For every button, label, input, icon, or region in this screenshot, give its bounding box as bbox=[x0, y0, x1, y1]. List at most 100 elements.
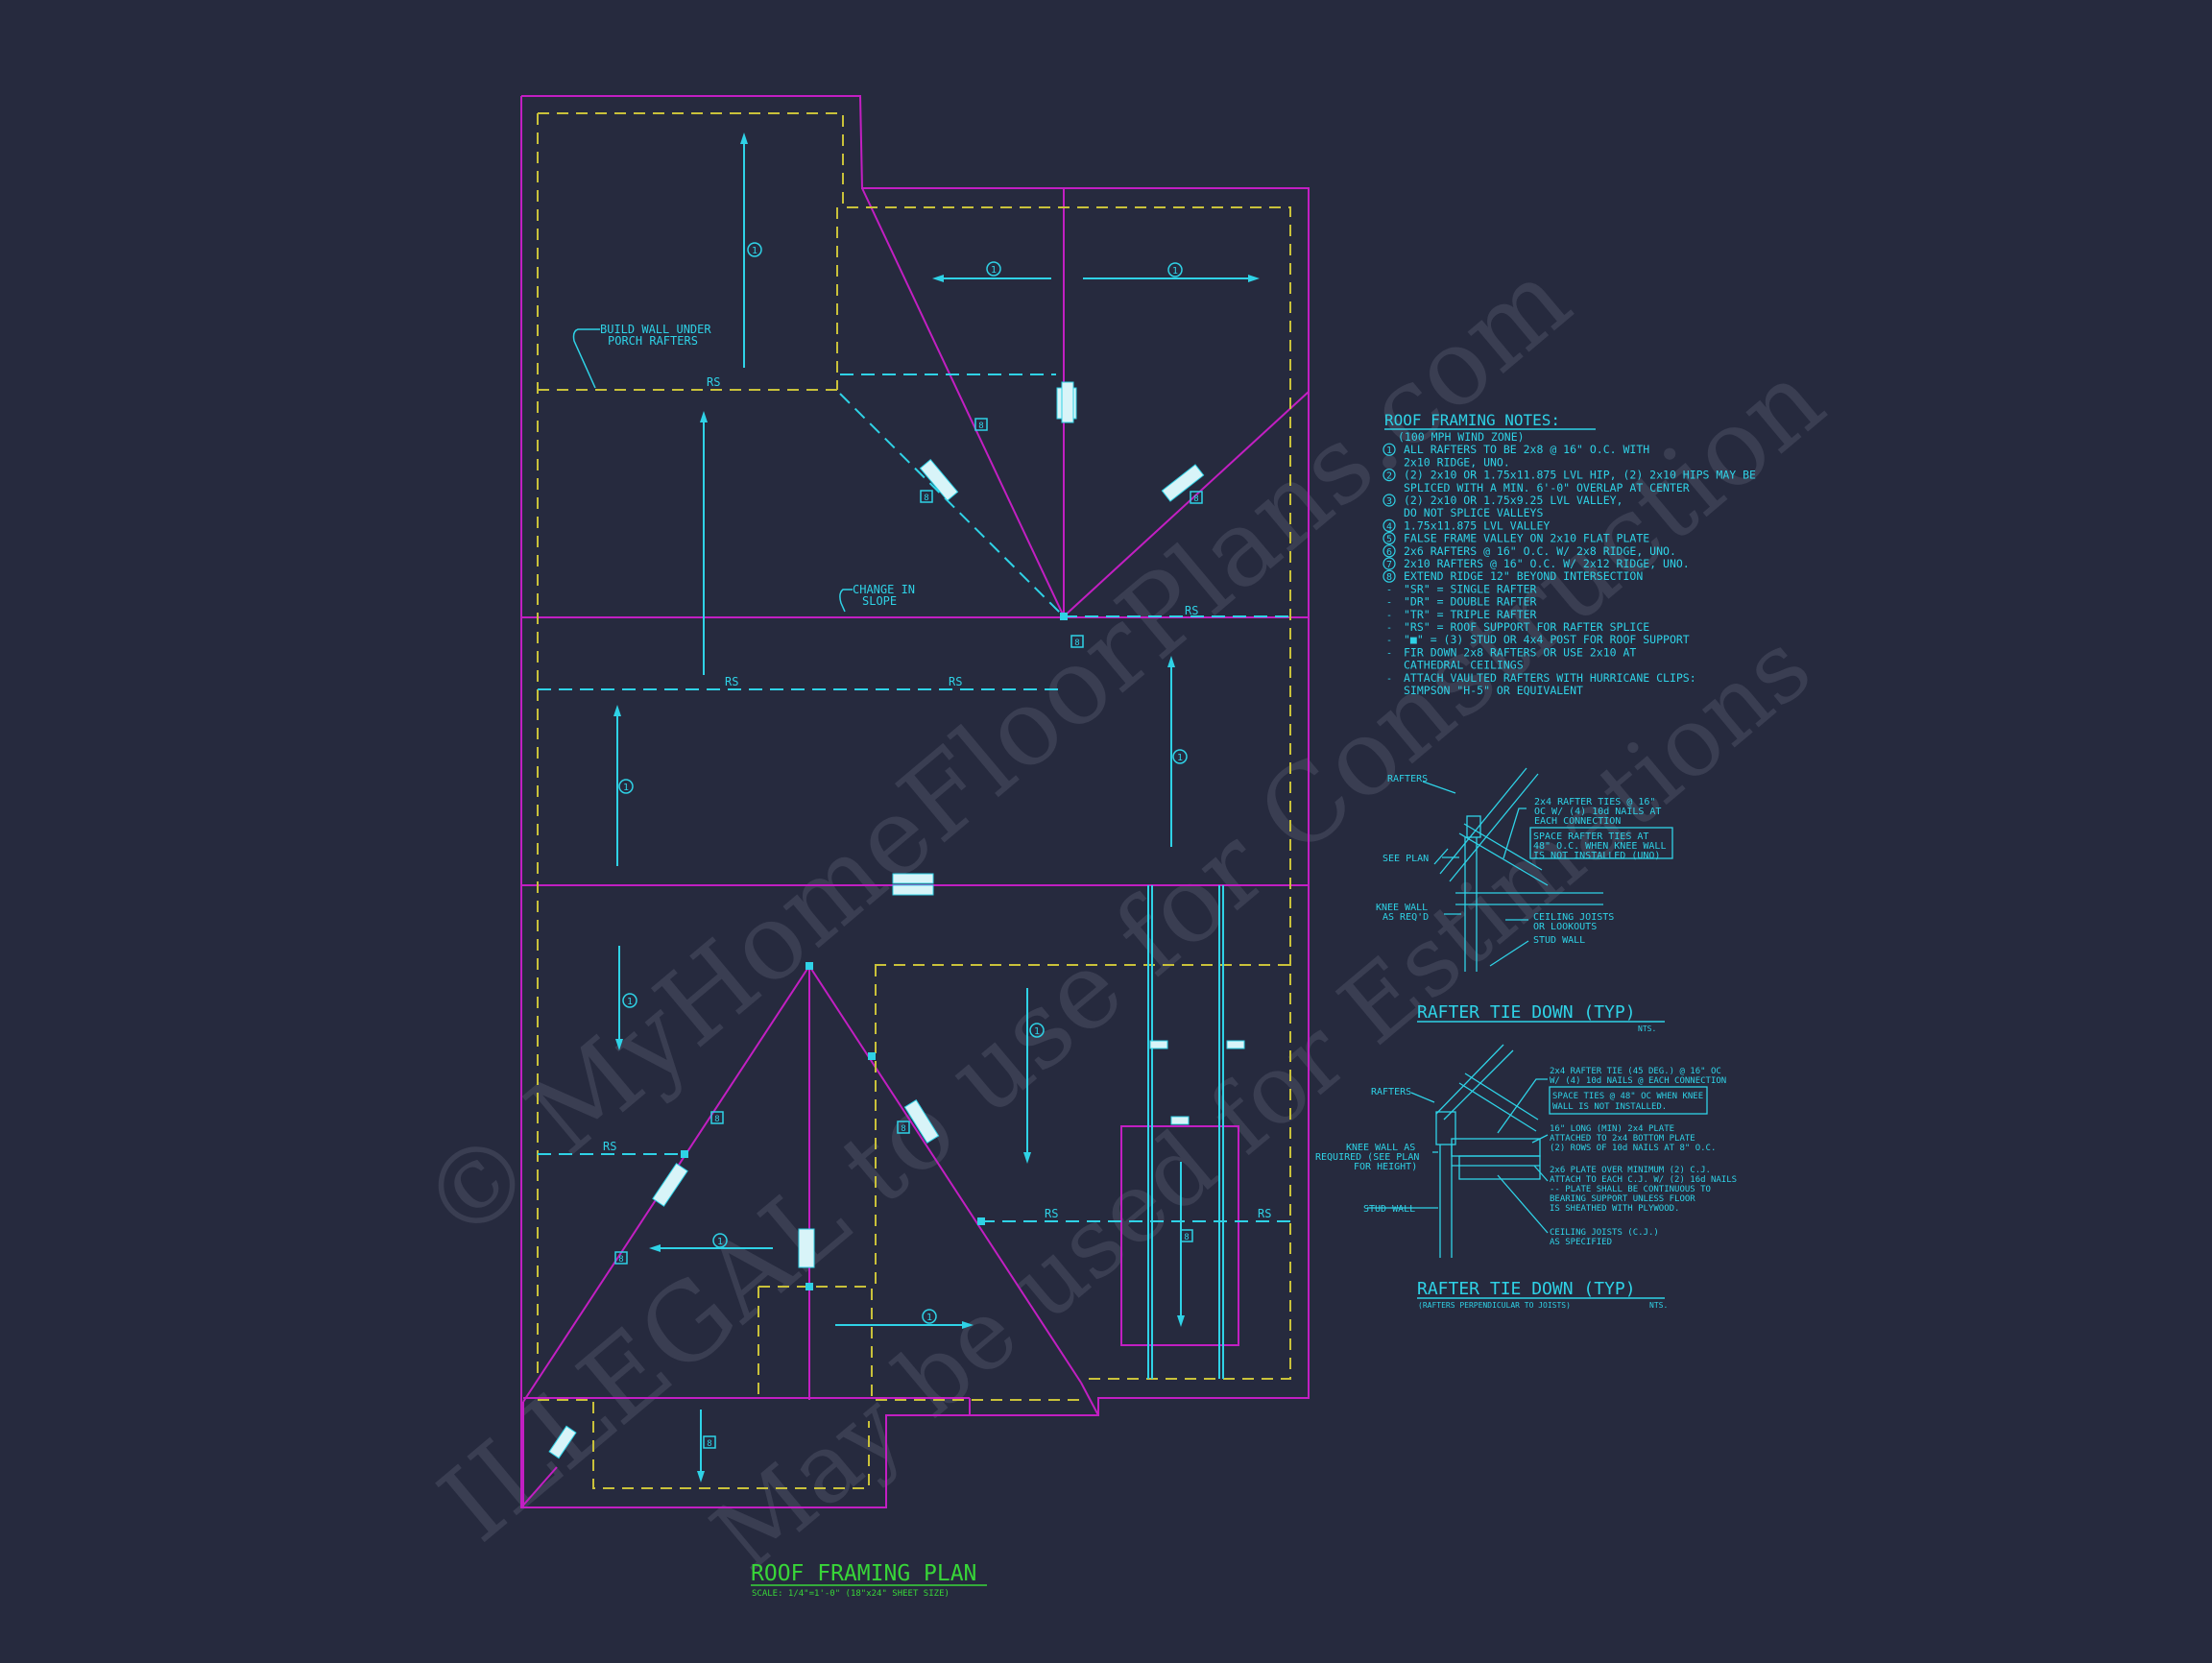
svg-text:1: 1 bbox=[717, 1237, 723, 1247]
note-marker-icon bbox=[1382, 518, 1396, 533]
post-icon bbox=[977, 1217, 985, 1225]
svg-text:8: 8 bbox=[1193, 494, 1198, 504]
note-marker: 4 bbox=[1386, 521, 1392, 532]
note-marker: 8 bbox=[1386, 572, 1392, 583]
rs-label: RS bbox=[949, 675, 962, 688]
svg-text:ATTACHED TO 2x4 BOTTOM PLATE: ATTACHED TO 2x4 BOTTOM PLATE bbox=[1550, 1134, 1695, 1144]
svg-text:1: 1 bbox=[926, 1313, 932, 1323]
svg-text:16" LONG (MIN) 2x4 PLATE: 16" LONG (MIN) 2x4 PLATE bbox=[1550, 1124, 1674, 1134]
note-tag: 1 bbox=[1167, 262, 1183, 277]
svg-text:NTS.: NTS. bbox=[1649, 1301, 1668, 1310]
svg-text:IS SHEATHED WITH PLYWOOD.: IS SHEATHED WITH PLYWOOD. bbox=[1550, 1204, 1679, 1214]
note-tag: 8 bbox=[920, 490, 933, 503]
note-tag: 1 bbox=[622, 993, 637, 1008]
svg-text:1: 1 bbox=[752, 246, 757, 256]
post-icon bbox=[1060, 613, 1068, 620]
detail-rafter-tie-down-2 bbox=[1367, 1044, 1708, 1258]
note-line: 2x10 RIDGE, UNO. bbox=[1404, 455, 1510, 469]
svg-text:2x6 PLATE OVER MINIMUM (2) C.J: 2x6 PLATE OVER MINIMUM (2) C.J. bbox=[1550, 1166, 1711, 1175]
note-marker: 2 bbox=[1386, 471, 1392, 482]
svg-text:8: 8 bbox=[924, 494, 928, 503]
note-marker: 3 bbox=[1386, 496, 1392, 507]
note-line: "DR" = DOUBLE RAFTER bbox=[1404, 595, 1537, 609]
post-icon bbox=[681, 1150, 688, 1158]
note-tag: 1 bbox=[986, 261, 1001, 277]
note-line: "SR" = SINGLE RAFTER bbox=[1404, 582, 1537, 595]
note-tag: 8 bbox=[614, 1251, 628, 1265]
svg-text:WALL IS NOT INSTALLED.: WALL IS NOT INSTALLED. bbox=[1552, 1102, 1667, 1112]
rs-label: RS bbox=[1185, 604, 1198, 617]
svg-text:EACH CONNECTION: EACH CONNECTION bbox=[1534, 816, 1621, 827]
note-marker-icon bbox=[1382, 531, 1396, 545]
note-line: SIMPSON "H-5" OR EQUIVALENT bbox=[1404, 684, 1583, 697]
note-line: DO NOT SPLICE VALLEYS bbox=[1404, 506, 1543, 519]
rs-labels: RS RS RS RS RS RS RS bbox=[603, 375, 1271, 1220]
svg-text:CEILING JOISTS (C.J.): CEILING JOISTS (C.J.) bbox=[1550, 1228, 1659, 1238]
note-tag: 1 bbox=[712, 1233, 728, 1248]
note-marker-icon bbox=[1382, 494, 1396, 507]
svg-text:IS NOT INSTALLED (UNO): IS NOT INSTALLED (UNO) bbox=[1533, 851, 1660, 861]
watermark-line-2: ILLEGAL to use for Construction bbox=[417, 338, 1846, 1565]
svg-text:CHANGE IN: CHANGE IN bbox=[853, 583, 915, 596]
note-tag: 8 bbox=[974, 418, 988, 431]
svg-text:REQUIRED (SEE PLAN: REQUIRED (SEE PLAN bbox=[1315, 1152, 1419, 1163]
framing-members bbox=[538, 136, 1290, 1479]
svg-text:SPACE TIES @ 48" OC WHEN KNEE: SPACE TIES @ 48" OC WHEN KNEE bbox=[1552, 1092, 1703, 1101]
svg-text:8: 8 bbox=[707, 1439, 711, 1449]
note-line: EXTEND RIDGE 12" BEYOND INTERSECTION bbox=[1404, 569, 1643, 583]
note-tag: 8 bbox=[1190, 491, 1203, 504]
arrowheads bbox=[613, 133, 1260, 1482]
detail1-title: RAFTER TIE DOWN (TYP) bbox=[1417, 1002, 1636, 1023]
note-tag: 1 bbox=[1029, 1023, 1045, 1038]
svg-text:8: 8 bbox=[618, 1255, 623, 1265]
note-tags: 1 1 1 1 1 1 1 1 1 8 8 8 8 8 8 8 8 8 bbox=[614, 242, 1203, 1449]
svg-text:RAFTERS: RAFTERS bbox=[1387, 774, 1428, 784]
svg-text:1: 1 bbox=[627, 997, 633, 1007]
svg-text:SLOPE: SLOPE bbox=[862, 594, 897, 608]
note-marker-icon bbox=[1382, 544, 1396, 558]
svg-text:KNEE WALL AS: KNEE WALL AS bbox=[1346, 1143, 1415, 1153]
rs-label: RS bbox=[725, 675, 738, 688]
svg-text:1: 1 bbox=[623, 783, 629, 793]
svg-text:SEE PLAN: SEE PLAN bbox=[1382, 854, 1429, 864]
note-marker: 7 bbox=[1386, 560, 1392, 570]
svg-text:AS REQ'D: AS REQ'D bbox=[1382, 912, 1429, 923]
svg-text:2x4 RAFTER TIES @ 16": 2x4 RAFTER TIES @ 16" bbox=[1534, 797, 1655, 807]
svg-text:2x4 RAFTER TIE (45 DEG.) @ 16": 2x4 RAFTER TIE (45 DEG.) @ 16" OC bbox=[1550, 1067, 1721, 1076]
detail-rafter-tie-down-1 bbox=[1422, 767, 1673, 972]
note-marker: - bbox=[1386, 674, 1392, 685]
svg-text:STUD WALL: STUD WALL bbox=[1363, 1204, 1415, 1215]
rs-label: RS bbox=[603, 1140, 616, 1153]
note-marker: - bbox=[1386, 611, 1392, 621]
note-line: (2) 2x10 OR 1.75x9.25 LVL VALLEY, bbox=[1404, 494, 1623, 507]
rs-label: RS bbox=[707, 375, 720, 389]
note-line: SPLICED WITH A MIN. 6'-0" OVERLAP AT CEN… bbox=[1404, 481, 1690, 494]
watermark: © MyHomeFloorPlans.com ILLEGAL to use fo… bbox=[397, 237, 1846, 1593]
svg-text:FOR HEIGHT): FOR HEIGHT) bbox=[1354, 1162, 1417, 1172]
note-line: (2) 2x10 OR 1.75x11.875 LVL HIP, (2) 2x1… bbox=[1404, 469, 1756, 482]
plan-title: ROOF FRAMING PLAN bbox=[751, 1561, 976, 1586]
svg-text:BUILD WALL UNDER: BUILD WALL UNDER bbox=[600, 323, 711, 336]
beam-tags bbox=[548, 381, 1245, 1459]
support-post-icons bbox=[681, 613, 1068, 1290]
note-tag: 8 bbox=[897, 1121, 910, 1134]
svg-text:8: 8 bbox=[714, 1115, 719, 1124]
svg-text:(2) ROWS OF 10d NAILS AT 8" O.: (2) ROWS OF 10d NAILS AT 8" O.C. bbox=[1550, 1144, 1716, 1153]
note-marker: - bbox=[1386, 623, 1392, 634]
note-marker-icon bbox=[1382, 557, 1396, 570]
svg-text:KNEE WALL: KNEE WALL bbox=[1376, 903, 1428, 913]
svg-text:-- PLATE SHALL BE CONTINUOUS T: -- PLATE SHALL BE CONTINUOUS TO bbox=[1550, 1185, 1711, 1194]
svg-text:W/ (4) 10d NAILS @ EACH CONNEC: W/ (4) 10d NAILS @ EACH CONNECTION bbox=[1550, 1076, 1726, 1086]
note-line: (100 MPH WIND ZONE) bbox=[1398, 430, 1525, 444]
note-tag: 1 bbox=[747, 242, 762, 257]
svg-text:8: 8 bbox=[978, 422, 983, 431]
note-line: CATHEDRAL CEILINGS bbox=[1404, 659, 1524, 672]
note-line: ALL RAFTERS TO BE 2x8 @ 16" O.C. WITH bbox=[1404, 443, 1649, 456]
note-line: "TR" = TRIPLE RAFTER bbox=[1404, 608, 1537, 621]
plan-title-block: ROOF FRAMING PLAN SCALE: 1/4"=1'-0" (18"… bbox=[751, 1561, 987, 1599]
post-icon bbox=[868, 1052, 876, 1060]
note-line: 1.75x11.875 LVL VALLEY bbox=[1404, 518, 1550, 532]
note-marker: - bbox=[1386, 636, 1392, 646]
